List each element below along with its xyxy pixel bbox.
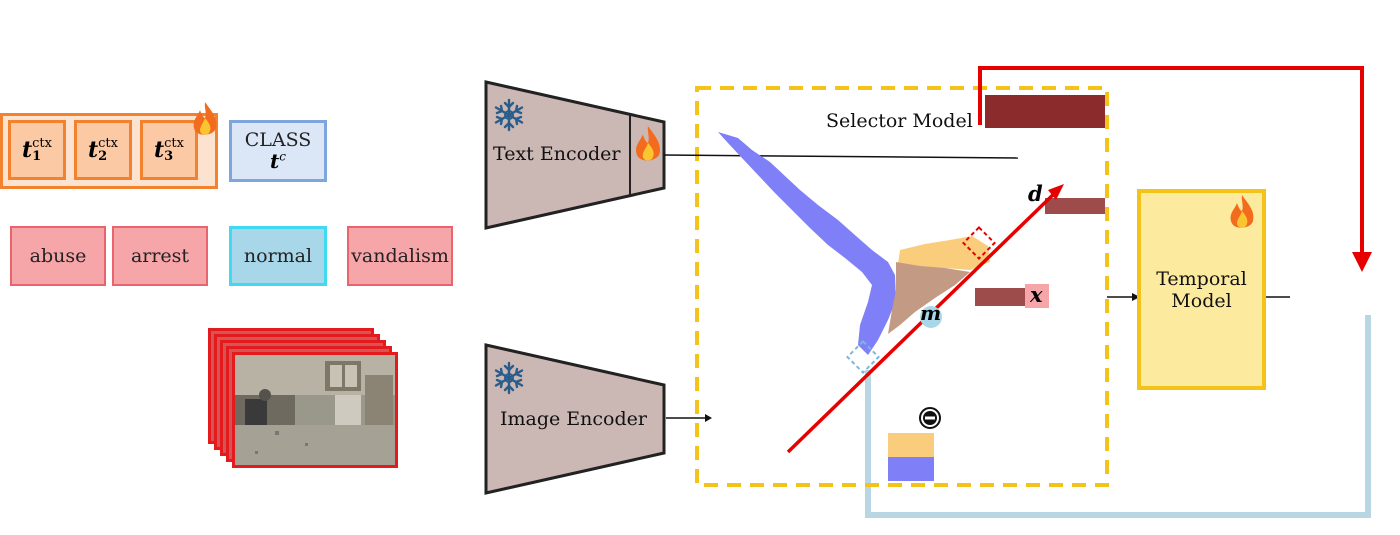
image-encoder-label: Image Encoder [500,408,647,430]
minus-circle-icon [919,407,941,429]
direction-symbol: d [1028,181,1043,206]
cctv-scene-image [235,355,395,465]
direction-arrowhead [1048,184,1064,200]
image-feature-arrowhead [705,414,712,422]
feature-marker [1025,284,1049,308]
text-encoder-shape [484,80,666,230]
snowflake-icon [494,361,524,395]
class-tag-vandalism: vandalism [347,226,453,286]
mean-marker [920,306,942,328]
selector-to-temporal-arrowhead [1132,293,1140,301]
text-embedding-line [663,154,1019,159]
snowflake-icon [494,98,524,132]
class-tag-normal: normal [229,226,327,286]
legend-orange-bar [888,433,934,457]
mean-symbol: m [920,301,942,325]
legend-blue-bar [888,457,934,481]
temporal-model-line1: Temporal [1156,267,1247,290]
class-tag-arrest: arrest [112,226,208,286]
selector-bar-low [975,288,1025,306]
score-arrowhead [1352,252,1372,272]
feature-symbol: x [1030,282,1043,307]
overlap-cluster [888,262,970,334]
class-token-box: CLASS tc [229,120,327,182]
video-frame-front [232,352,398,468]
class-tag-abuse: abuse [10,226,106,286]
image-encoder-shape [484,343,666,495]
normal-cluster [898,236,990,270]
selector-frame [695,86,1109,487]
feedback-loop-line [865,315,1371,518]
selector-bar-mid [1045,198,1105,214]
flame-icon [193,102,217,135]
flame-icon [636,126,660,161]
class-label: CLASS [244,128,312,151]
selector-bar-top [985,95,1105,128]
flame-icon [1230,195,1254,228]
selector-backdrop [625,2,1085,420]
anomaly-cluster [718,132,896,355]
score-arrow-path [978,66,1364,258]
selector-title: Selector Model [826,110,973,132]
text-encoder-label: Text Encoder [493,143,621,165]
temporal-model-line2: Model [1171,289,1232,312]
class-token-symbol: tc [270,149,286,174]
